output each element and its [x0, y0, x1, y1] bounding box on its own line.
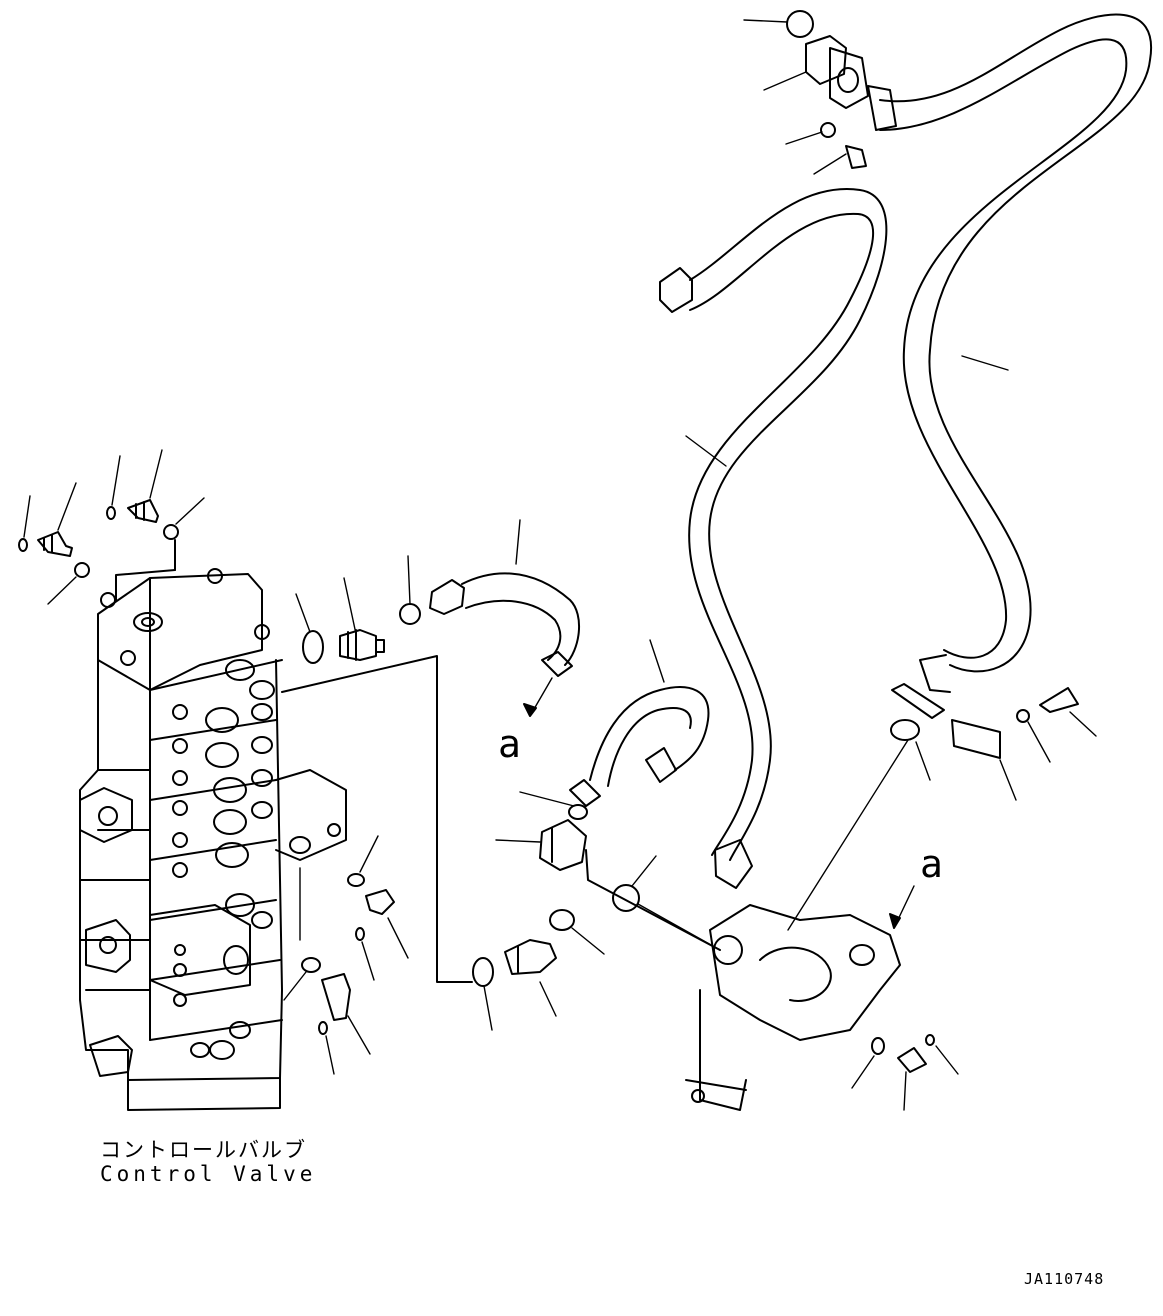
control-valve-label-jp: コントロールバルブ	[100, 1138, 307, 1162]
ref-arrows	[523, 677, 915, 929]
hose-4	[879, 13, 1153, 693]
reference-label-a-right: a	[920, 842, 943, 886]
left-top-fittings	[18, 499, 179, 601]
reference-label-a-left: a	[498, 722, 521, 766]
hose-3	[659, 188, 888, 889]
drawing-id: JA110748	[1024, 1270, 1105, 1288]
hose-1	[429, 572, 581, 677]
middle-fittings	[281, 603, 473, 983]
top-flange	[786, 10, 897, 169]
mid-fittings	[301, 804, 721, 1035]
hose-2	[569, 686, 710, 807]
pump-valve	[685, 904, 935, 1111]
control-valve-label-en: Control Valve	[100, 1162, 317, 1186]
control-valve	[79, 568, 347, 1111]
clamp-bracket	[890, 683, 1079, 759]
leader-lines	[23, 19, 1097, 1111]
